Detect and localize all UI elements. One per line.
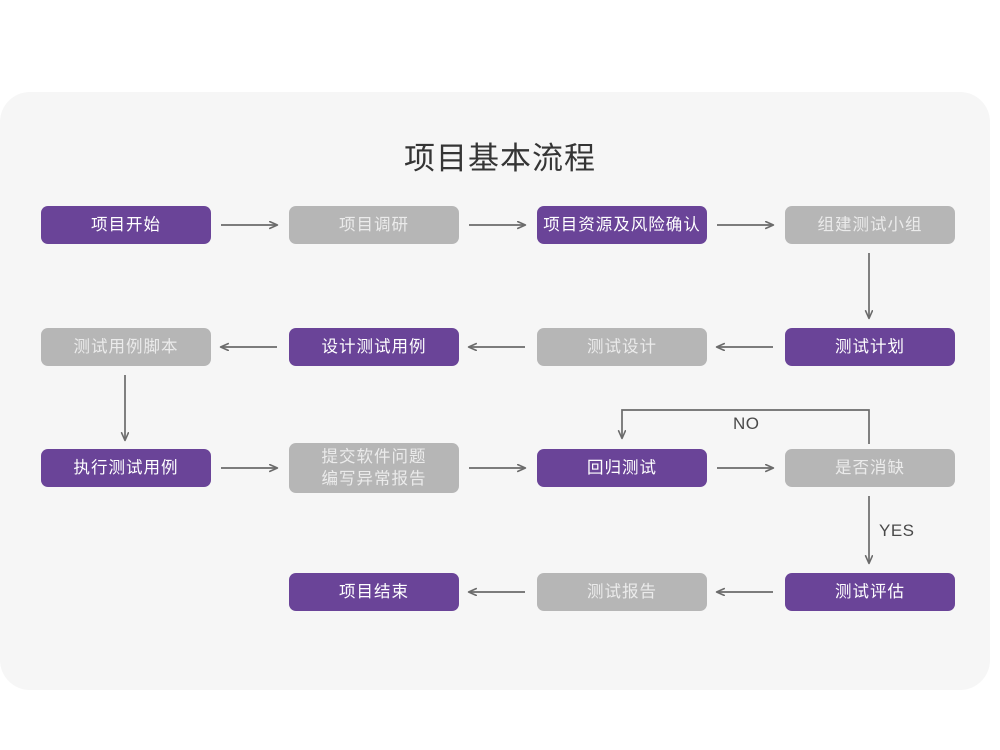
node-test-evaluation[interactable]: 测试评估	[785, 573, 955, 611]
node-submit-issue-report[interactable]: 提交软件问题 编写异常报告	[289, 443, 459, 493]
node-test-plan[interactable]: 测试计划	[785, 328, 955, 366]
node-project-research[interactable]: 项目调研	[289, 206, 459, 244]
node-regression-test[interactable]: 回归测试	[537, 449, 707, 487]
node-build-test-team[interactable]: 组建测试小组	[785, 206, 955, 244]
node-test-design[interactable]: 测试设计	[537, 328, 707, 366]
edge-label-yes: YES	[879, 521, 915, 540]
edge-label-no: NO	[733, 414, 760, 433]
node-resource-risk-confirm[interactable]: 项目资源及风险确认	[537, 206, 707, 244]
node-test-report[interactable]: 测试报告	[537, 573, 707, 611]
node-design-test-cases[interactable]: 设计测试用例	[289, 328, 459, 366]
node-project-end[interactable]: 项目结束	[289, 573, 459, 611]
node-project-start[interactable]: 项目开始	[41, 206, 211, 244]
node-execute-test-cases[interactable]: 执行测试用例	[41, 449, 211, 487]
page-title: 项目基本流程	[404, 141, 596, 176]
node-test-case-scripts[interactable]: 测试用例脚本	[41, 328, 211, 366]
node-defect-cleared[interactable]: 是否消缺	[785, 449, 955, 487]
